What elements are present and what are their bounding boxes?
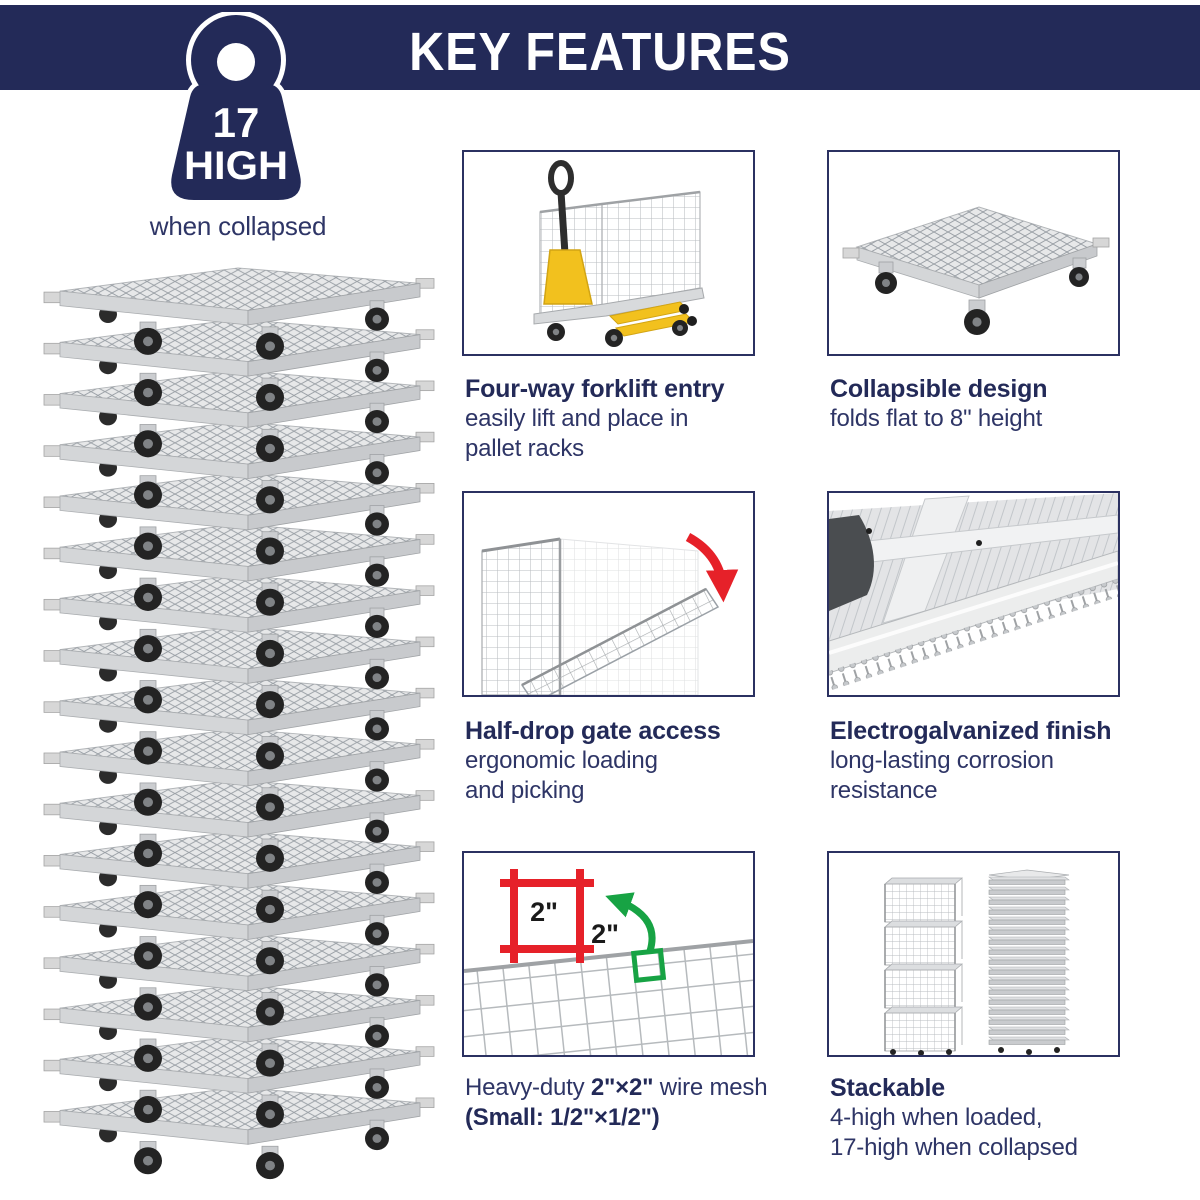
collapsed-stack-17-high xyxy=(988,869,1070,1055)
caster-shadow xyxy=(829,515,874,611)
collapsed-stack-illustration xyxy=(43,267,435,1180)
feature-text-segment: Heavy-duty xyxy=(465,1074,591,1101)
mesh-width-label: 2" xyxy=(530,897,558,927)
feature-panel-half-drop-gate xyxy=(462,491,755,697)
feature-title: Four-way forklift entry xyxy=(465,375,725,403)
feature-title: Half-drop gate access xyxy=(465,717,721,745)
wire-spigots xyxy=(829,579,1118,691)
feature-line: pallet racks xyxy=(465,435,584,462)
stackable-illustration xyxy=(884,869,1070,1055)
feature-title: Electrogalvanized finish xyxy=(830,717,1112,745)
feature-caption-forklift-entry: Four-way forklift entry easily lift and … xyxy=(465,374,805,464)
feature-text-segment: wire mesh xyxy=(653,1074,768,1101)
half-drop-gate-illustration xyxy=(481,533,739,695)
feature-panel-collapsible xyxy=(827,150,1120,356)
feature-panel-stackable xyxy=(827,851,1120,1057)
feature-line: folds flat to 8" height xyxy=(830,405,1043,432)
badge-count: 17 xyxy=(213,99,260,146)
feature-text-segment-bold: 2"×2" xyxy=(590,1074,654,1101)
weight-handle-hole xyxy=(217,43,255,81)
wire-mesh-illustration: 2" 2" xyxy=(464,869,753,1055)
weight-icon: 17 HIGH xyxy=(166,12,306,205)
feature-caption-collapsible: Collapsible design folds flat to 8" heig… xyxy=(830,374,1170,434)
green-callout-arrow-icon xyxy=(605,892,656,953)
red-drop-arrow-icon xyxy=(685,533,739,603)
feature-line: easily lift and place in xyxy=(465,405,689,432)
forklift-entry-illustration xyxy=(533,160,705,347)
pallet-jack-body xyxy=(543,249,593,305)
mesh-cell-highlight xyxy=(630,947,667,984)
feature-panel-wire-mesh: 2" 2" xyxy=(462,851,755,1057)
feature-line: resistance xyxy=(830,777,938,804)
feature-panel-finish xyxy=(827,491,1120,697)
feature-line: ergonomic loading xyxy=(465,747,658,774)
feature-line: 4-high when loaded, xyxy=(830,1104,1043,1131)
feature-line: Heavy-duty 2"×2" wire mesh xyxy=(465,1073,805,1103)
badge-label: HIGH xyxy=(184,144,288,188)
feature-title: Stackable xyxy=(830,1074,945,1102)
loaded-stack-4-high xyxy=(884,877,963,1055)
feature-line: 17-high when collapsed xyxy=(830,1134,1078,1161)
feature-caption-finish: Electrogalvanized finish long-lasting co… xyxy=(830,716,1170,806)
badge-caption: when collapsed xyxy=(149,211,327,241)
pallet-jack-handle xyxy=(548,160,574,196)
page-title: KEY FEATURES xyxy=(409,22,791,82)
feature-caption-stackable: Stackable 4-high when loaded, 17-high wh… xyxy=(830,1073,1170,1163)
mesh-height-label: 2" xyxy=(591,919,619,949)
mesh-size-diagram: 2" 2" xyxy=(500,869,619,963)
feature-caption-wire-mesh: Heavy-duty 2"×2" wire mesh (Small: 1/2"×… xyxy=(465,1073,805,1133)
electrogalvanized-finish-illustration xyxy=(829,493,1118,691)
feature-line: (Small: 1/2"×1/2") xyxy=(465,1104,660,1131)
feature-line: and picking xyxy=(465,777,585,804)
feature-line: long-lasting corrosion xyxy=(830,747,1054,774)
feature-title: Collapsible design xyxy=(830,375,1048,403)
collapsible-illustration xyxy=(842,206,1110,335)
feature-panel-forklift-entry xyxy=(462,150,755,356)
feature-caption-half-drop-gate: Half-drop gate access ergonomic loading … xyxy=(465,716,805,806)
